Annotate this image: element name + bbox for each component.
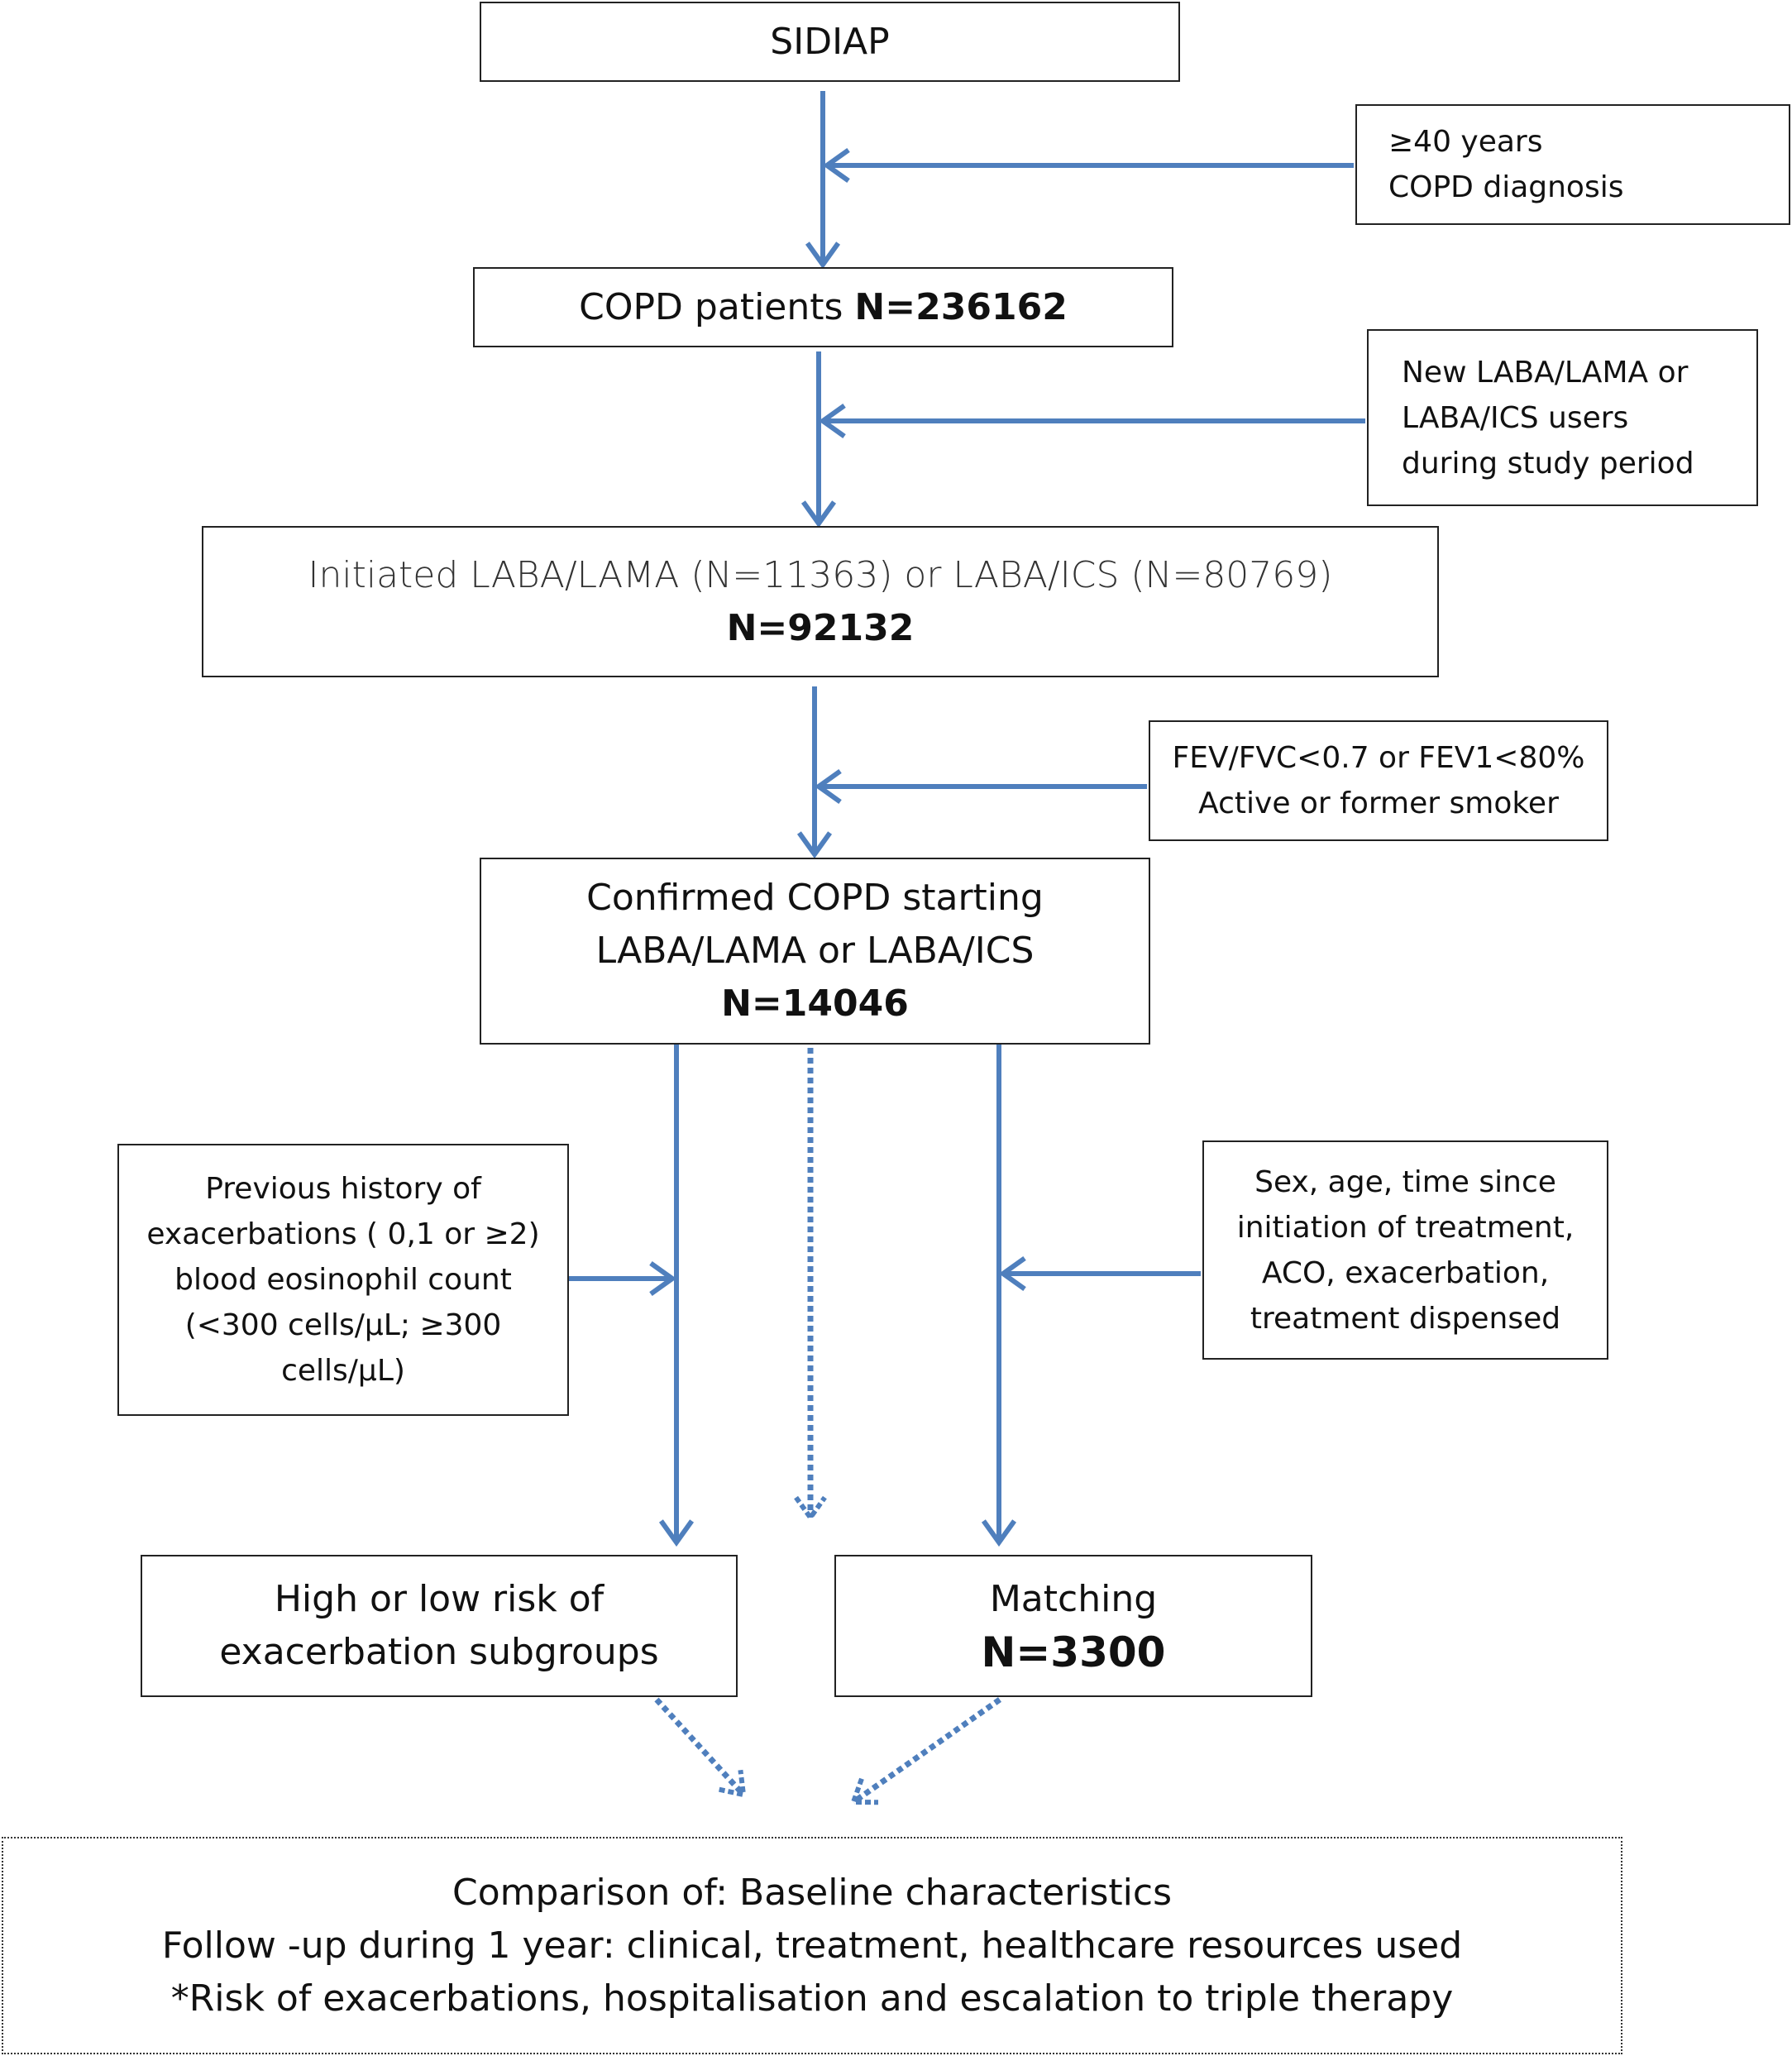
sidiap-box: SIDIAP [480, 2, 1180, 82]
arrow-sidiap-to-copd [805, 91, 841, 270]
arrow-confirmed-to-matching [981, 1045, 1017, 1547]
stratification-line-5: cells/µL) [281, 1354, 405, 1388]
arrow-copd-to-initiated [800, 351, 837, 528]
age-criteria-line-1: ≥40 years [1388, 125, 1543, 159]
matching-vars-line-3: ACO, exacerbation, [1261, 1255, 1550, 1290]
spirometry-line-1: FEV/FVC<0.7 or FEV1<80% [1172, 741, 1585, 775]
copd-patients-count: N=236162 [854, 285, 1068, 328]
initiated-count: N=92132 [726, 606, 915, 649]
arrow-sidiap-to-copd-head [805, 241, 841, 270]
copd-patients-label: COPD patients [579, 285, 855, 328]
matching-vars-line-1: Sex, age, time since [1254, 1164, 1556, 1199]
arrow-risk-to-comparison-head [719, 1769, 747, 1798]
matching-vars-line-2: initiation of treatment, [1236, 1210, 1575, 1245]
arrow-stratification-in-head [649, 1260, 677, 1297]
arrow-confirmed-to-comparison-head [794, 1495, 827, 1523]
arrow-copd-to-initiated-head [800, 500, 837, 528]
initiated-line-1: Initiated LABA/LAMA (N=11363) or LABA/IC… [308, 553, 1333, 596]
arrow-spirometry-in [814, 768, 1147, 805]
stratification-line-4: (<300 cells/µL; ≥300 [184, 1308, 502, 1342]
risk-subgroups-line-1: High or low risk of [274, 1578, 605, 1620]
comparison-box: Comparison of: Baseline characteristics … [2, 1837, 1622, 2054]
arrow-risk-to-comparison [654, 1697, 747, 1798]
stratification-criteria-box: Previous history of exacerbations ( 0,1 … [117, 1144, 569, 1416]
arrow-stratification-in [569, 1260, 677, 1297]
new-users-criteria-box: New LABA/LAMA or LABA/ICS users during s… [1367, 329, 1758, 506]
new-users-line-1: New LABA/LAMA or [1402, 355, 1689, 390]
arrow-initiated-to-confirmed-head [796, 831, 833, 859]
arrow-matching-to-comparison-head [849, 1777, 879, 1805]
arrow-confirmed-to-risk [658, 1045, 695, 1547]
comparison-line-3: *Risk of exacerbations, hospitalisation … [170, 1977, 1454, 2020]
arrow-age-criteria-in [822, 147, 1354, 184]
risk-subgroups-line-2: exacerbation subgroups [219, 1631, 659, 1673]
confirmed-count: N=14046 [721, 983, 909, 1025]
matching-vars-line-4: treatment dispensed [1250, 1301, 1561, 1336]
comparison-line-2: Follow -up during 1 year: clinical, trea… [161, 1924, 1463, 1967]
confirmed-line-2: LABA/LAMA or LABA/ICS [595, 930, 1035, 972]
arrow-matching-vars-in-head [998, 1255, 1026, 1292]
sidiap-label: SIDIAP [770, 20, 890, 63]
matching-count: N=3300 [981, 1628, 1166, 1676]
confirmed-copd-box: Confirmed COPD starting LABA/LAMA or LAB… [480, 858, 1150, 1045]
spirometry-line-2: Active or former smoker [1198, 787, 1559, 820]
matching-box: Matching N=3300 [834, 1555, 1312, 1697]
stratification-line-3: blood eosinophil count [174, 1263, 512, 1297]
copd-patients-box: COPD patients N=236162 [473, 267, 1173, 347]
arrow-confirmed-to-risk-head [658, 1519, 695, 1547]
arrow-layer [569, 91, 1365, 1805]
matching-variables-box: Sex, age, time since initiation of treat… [1202, 1140, 1608, 1360]
arrow-new-users-in-head [818, 403, 846, 439]
new-users-line-3: during study period [1402, 446, 1694, 481]
confirmed-line-1: Confirmed COPD starting [586, 877, 1044, 919]
arrow-spirometry-in-head [814, 768, 842, 805]
comparison-line-1: Comparison of: Baseline characteristics [452, 1871, 1173, 1914]
stratification-line-2: exacerbations ( 0,1 or ≥2) [146, 1217, 540, 1251]
spirometry-criteria-box: FEV/FVC<0.7 or FEV1<80% Active or former… [1149, 720, 1608, 841]
arrow-initiated-to-confirmed [796, 686, 833, 859]
copd-patients-line: COPD patients N=236162 [579, 281, 1068, 334]
arrow-age-criteria-in-head [822, 147, 850, 184]
age-criteria-line-2: COPD diagnosis [1388, 170, 1624, 204]
arrow-new-users-in [818, 403, 1365, 439]
risk-subgroups-box: High or low risk of exacerbation subgrou… [141, 1555, 738, 1697]
arrow-matching-vars-in [998, 1255, 1201, 1292]
stratification-line-1: Previous history of [205, 1172, 481, 1206]
initiated-box: Initiated LABA/LAMA (N=11363) or LABA/IC… [202, 526, 1439, 677]
arrow-confirmed-to-matching-head [981, 1519, 1017, 1547]
arrow-confirmed-to-comparison [794, 1048, 827, 1523]
new-users-line-2: LABA/ICS users [1402, 400, 1629, 435]
matching-label: Matching [989, 1578, 1158, 1620]
arrow-matching-to-comparison [849, 1697, 1002, 1805]
arrow-matching-to-comparison-shaft [851, 1697, 1002, 1805]
arrow-risk-to-comparison-shaft [654, 1697, 746, 1797]
age-criteria-box: ≥40 years COPD diagnosis [1355, 104, 1790, 225]
